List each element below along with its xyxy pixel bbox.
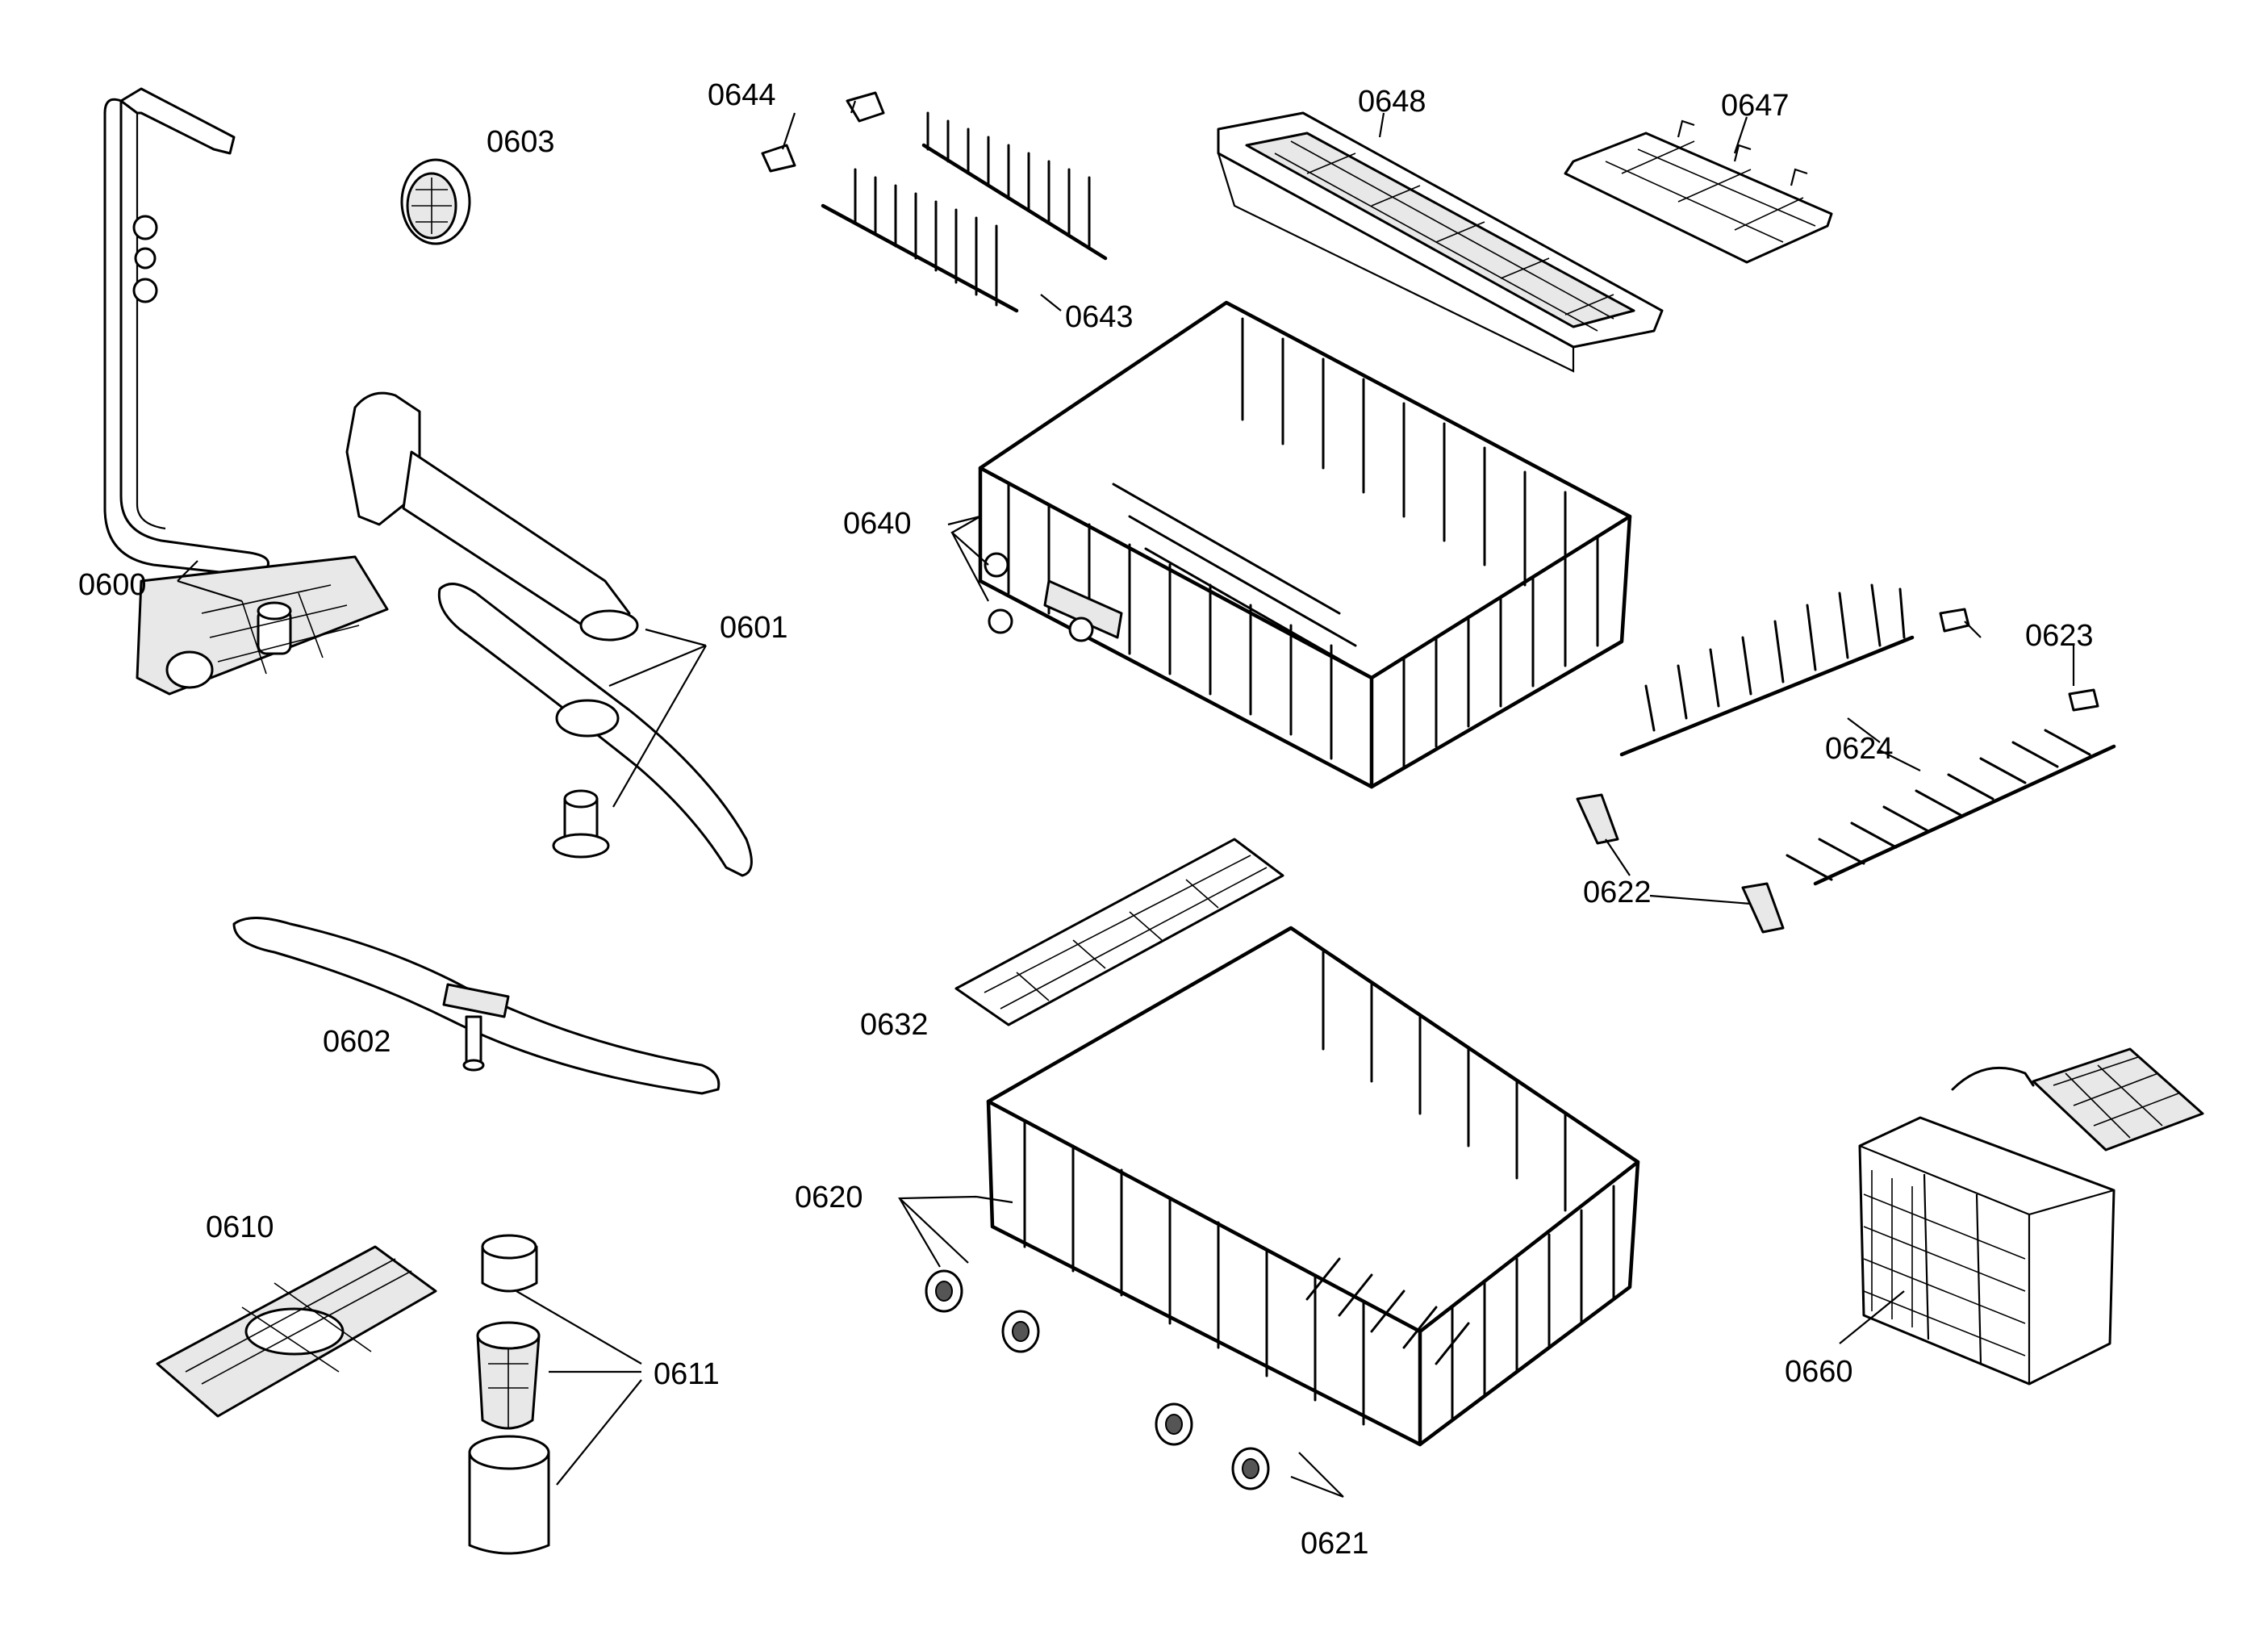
label-0660: 0660 [1785, 1355, 1853, 1389]
label-0601: 0601 [720, 611, 788, 645]
part-0643-tine-rows [821, 111, 1108, 313]
part-0624-plate-racks [1619, 583, 2116, 886]
label-0647: 0647 [1721, 89, 1790, 123]
part-0622-holders [1576, 793, 1785, 934]
part-0660-cutlery-basket [1858, 1047, 2204, 1386]
label-0622: 0622 [1583, 876, 1652, 909]
part-0621-wheels [1155, 1402, 1270, 1490]
label-0620: 0620 [795, 1181, 863, 1214]
part-0602-lower-spray-arm [232, 917, 720, 1095]
label-0624: 0624 [1825, 732, 1894, 766]
label-0623: 0623 [2025, 619, 2094, 653]
part-0611-filter-set [468, 1234, 550, 1555]
label-0621: 0621 [1301, 1527, 1369, 1561]
label-0648: 0648 [1358, 85, 1426, 119]
part-0610-flat-filter [156, 1245, 437, 1418]
part-0647-tray-insert [1564, 119, 1833, 264]
part-0603-cap [400, 158, 471, 245]
part-0600-supply-pipe [103, 87, 389, 696]
part-0640-upper-basket [978, 300, 1632, 789]
part-0601-upper-spray-arm [345, 391, 753, 877]
part-0632-folding-insert [954, 838, 1284, 1026]
part-0648-cutlery-tray [1217, 111, 1664, 373]
label-0602: 0602 [323, 1025, 391, 1059]
label-0643: 0643 [1065, 300, 1134, 334]
label-0600: 0600 [78, 568, 147, 602]
label-0611: 0611 [654, 1357, 720, 1391]
label-0610: 0610 [206, 1210, 274, 1244]
label-0632: 0632 [860, 1008, 929, 1042]
part-0620-wheels [925, 1269, 1040, 1353]
label-0644: 0644 [708, 78, 776, 112]
part-labels: 0600 0601 0602 0603 0610 0611 0620 0621 … [78, 78, 2094, 1561]
part-0620-lower-basket [986, 926, 1640, 1447]
leader-lines [177, 100, 2075, 1499]
label-0603: 0603 [487, 125, 555, 159]
label-0640: 0640 [843, 507, 912, 541]
part-0644-clips [761, 91, 885, 173]
